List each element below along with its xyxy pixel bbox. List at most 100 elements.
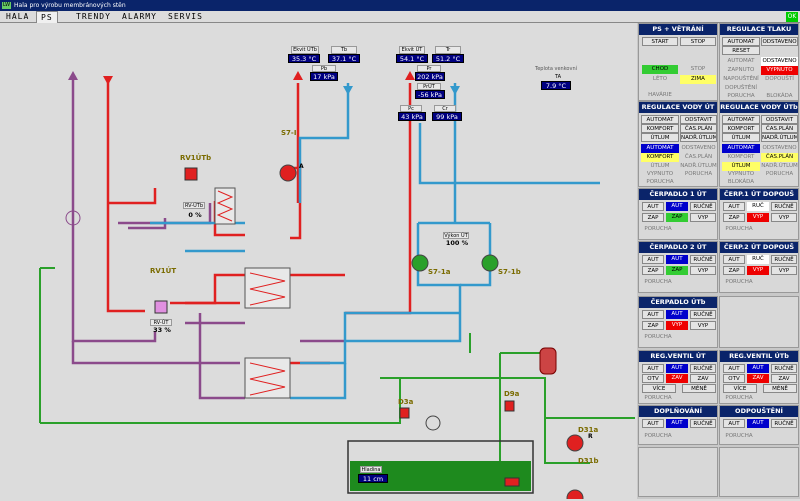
automat-status: AUTOMAT (727, 58, 755, 64)
vyp-button[interactable]: VYP (690, 213, 716, 222)
porucha-status: PORUCHA (644, 226, 672, 232)
rucne-button[interactable]: RUČNĚ (690, 364, 716, 373)
rv1ut-name: RV1ÚT (150, 267, 177, 275)
menu-bar: HALA PS TRENDY ALARMY SERVIS (0, 11, 800, 23)
rucne-button[interactable]: RUČNĚ (690, 202, 716, 211)
mene-button[interactable]: MÉNĚ (682, 384, 716, 393)
block-title: REG.VENTIL ÚT (639, 351, 717, 362)
zap-button[interactable]: ZAP (642, 321, 664, 330)
rucne-button[interactable]: RUČNĚ (690, 419, 716, 428)
tab-trendy[interactable]: TRENDY (76, 12, 111, 21)
reset-button[interactable]: RESET (722, 46, 760, 55)
ruc-status: RUČ (747, 255, 769, 264)
cas-plan-button[interactable]: ČAS.PLÁN (761, 124, 798, 133)
aut-button[interactable]: AUT (642, 255, 664, 264)
mene-button[interactable]: MÉNĚ (763, 384, 797, 393)
komfort-button[interactable]: KOMFORT (641, 124, 679, 133)
odstaveno-button[interactable]: ODSTAVENO (761, 37, 798, 46)
vyp-button[interactable]: VYP (690, 321, 716, 330)
start-button[interactable]: START (642, 37, 678, 46)
block-title: ČERPADLO ÚTb (639, 297, 717, 308)
tab-servis[interactable]: SERVIS (168, 12, 203, 21)
heat-exchangers (214, 187, 291, 399)
odstavit-button[interactable]: ODSTAVIT (680, 115, 717, 124)
valve-ut-label: Výkon ÚT (443, 232, 469, 239)
automat-status: AUTOMAT (722, 144, 760, 153)
actuator-bottom (504, 477, 520, 487)
nadr-utlum-status: NADŘ.ÚTLUM (761, 163, 798, 169)
aut-button[interactable]: AUT (642, 364, 664, 373)
aut-button[interactable]: AUT (642, 202, 664, 211)
komfort-button[interactable]: KOMFORT (722, 124, 760, 133)
level-value: 11 cm (358, 474, 388, 483)
vyp-button[interactable]: VYP (690, 266, 716, 275)
zap-button[interactable]: ZAP (723, 266, 745, 275)
blokada-status: BLOKÁDA (766, 93, 793, 99)
p-cr-label: Cr (434, 105, 456, 112)
chod-status: CHOD (642, 65, 678, 74)
tab-alarmy[interactable]: ALARMY (122, 12, 157, 21)
vyp-button[interactable]: VYP (771, 213, 797, 222)
pump-s7-1-label: S7-I (281, 129, 297, 137)
porucha-status: PORUCHA (725, 279, 753, 285)
utlum-button[interactable]: ÚTLUM (722, 133, 760, 142)
zav-button[interactable]: ZAV (690, 374, 716, 383)
vice-button[interactable]: VÍCE (642, 384, 676, 393)
zap-button[interactable]: ZAP (642, 213, 664, 222)
utlum-button[interactable]: ÚTLUM (641, 133, 679, 142)
block-title: REGULACE VODY ÚTb (720, 102, 798, 113)
odstaveno-status: ODSTAVENO (761, 57, 798, 66)
dopousti-status: DOPOUŠTÍ (765, 76, 794, 82)
zap-button[interactable]: ZAP (642, 266, 664, 275)
pipes-mix (71, 78, 345, 400)
otv-button[interactable]: OTV (642, 374, 664, 383)
pump-d9a-label: D9a (504, 390, 520, 398)
p-diff-label: PrÚT (417, 83, 441, 90)
porucha-status: PORUCHA (765, 171, 794, 177)
automat-button[interactable]: AUTOMAT (641, 115, 679, 124)
aut-status: AUT (666, 202, 688, 211)
rucne-button[interactable]: RUČNĚ (690, 255, 716, 264)
rucne-button[interactable]: RUČNĚ (771, 419, 797, 428)
vyp-status: VYP (747, 266, 769, 275)
block-cerpadlo-utb: ČERPADLO ÚTb AUT AUT RUČNĚ ZAP VYP VYP P… (638, 296, 718, 348)
porucha-status: PORUCHA (725, 395, 753, 401)
otv-button[interactable]: OTV (723, 374, 745, 383)
zav-button[interactable]: ZAV (771, 374, 797, 383)
nadr-utlum-button[interactable]: NADŘ.ÚTLUM (761, 133, 798, 142)
vypnuto-status: VYPNUTO (727, 171, 755, 177)
zap-button[interactable]: ZAP (723, 213, 745, 222)
rucne-button[interactable]: RUČNĚ (771, 202, 797, 211)
ts-tr-label: Tr (435, 46, 461, 54)
aut-button[interactable]: AUT (723, 364, 745, 373)
p-utb-value: 17 kPa (310, 72, 338, 81)
cas-plan-button[interactable]: ČAS.PLÁN (680, 124, 717, 133)
aut-button[interactable]: AUT (642, 419, 664, 428)
vyp-button[interactable]: VYP (771, 266, 797, 275)
stop-button[interactable]: STOP (680, 37, 716, 46)
aut-button[interactable]: AUT (723, 255, 745, 264)
window-title: Hala pro výrobu membránových stěn (14, 2, 126, 9)
rucne-button[interactable]: RUČNĚ (771, 255, 797, 264)
block-ps-vetrani: PS + VĚTRÁNÍ START STOP CHOD STOP LÉTO Z… (638, 23, 718, 101)
actuator-rv1ut (154, 300, 168, 314)
automat-button[interactable]: AUTOMAT (722, 115, 760, 124)
aut-button[interactable]: AUT (642, 310, 664, 319)
rucne-button[interactable]: RUČNĚ (690, 310, 716, 319)
ruc-status: RUČ (747, 202, 769, 211)
nadr-utlum-button[interactable]: NADŘ.ÚTLUM (680, 133, 717, 142)
block-regulace-utb: REGULACE VODY ÚTb AUTOMAT ODSTAVIT KOMFO… (719, 101, 799, 187)
vice-button[interactable]: VÍCE (723, 384, 757, 393)
automat-button[interactable]: AUTOMAT (722, 37, 760, 46)
tab-hala[interactable]: HALA (6, 12, 30, 21)
rucne-button[interactable]: RUČNĚ (771, 364, 797, 373)
odstavit-button[interactable]: ODSTAVIT (761, 115, 798, 124)
aut-button[interactable]: AUT (723, 419, 745, 428)
aut-status: AUT (666, 419, 688, 428)
zav-status: ZAV (747, 374, 769, 383)
aut-status: AUT (747, 419, 769, 428)
process-scheme: Ekvit ÚTb 35.3 °C Tb 37.1 °C Pb 17 kPa E… (0, 23, 637, 501)
rv1ut-value: 33 % (153, 326, 171, 334)
aut-button[interactable]: AUT (723, 202, 745, 211)
tab-ps[interactable]: PS (36, 11, 58, 23)
